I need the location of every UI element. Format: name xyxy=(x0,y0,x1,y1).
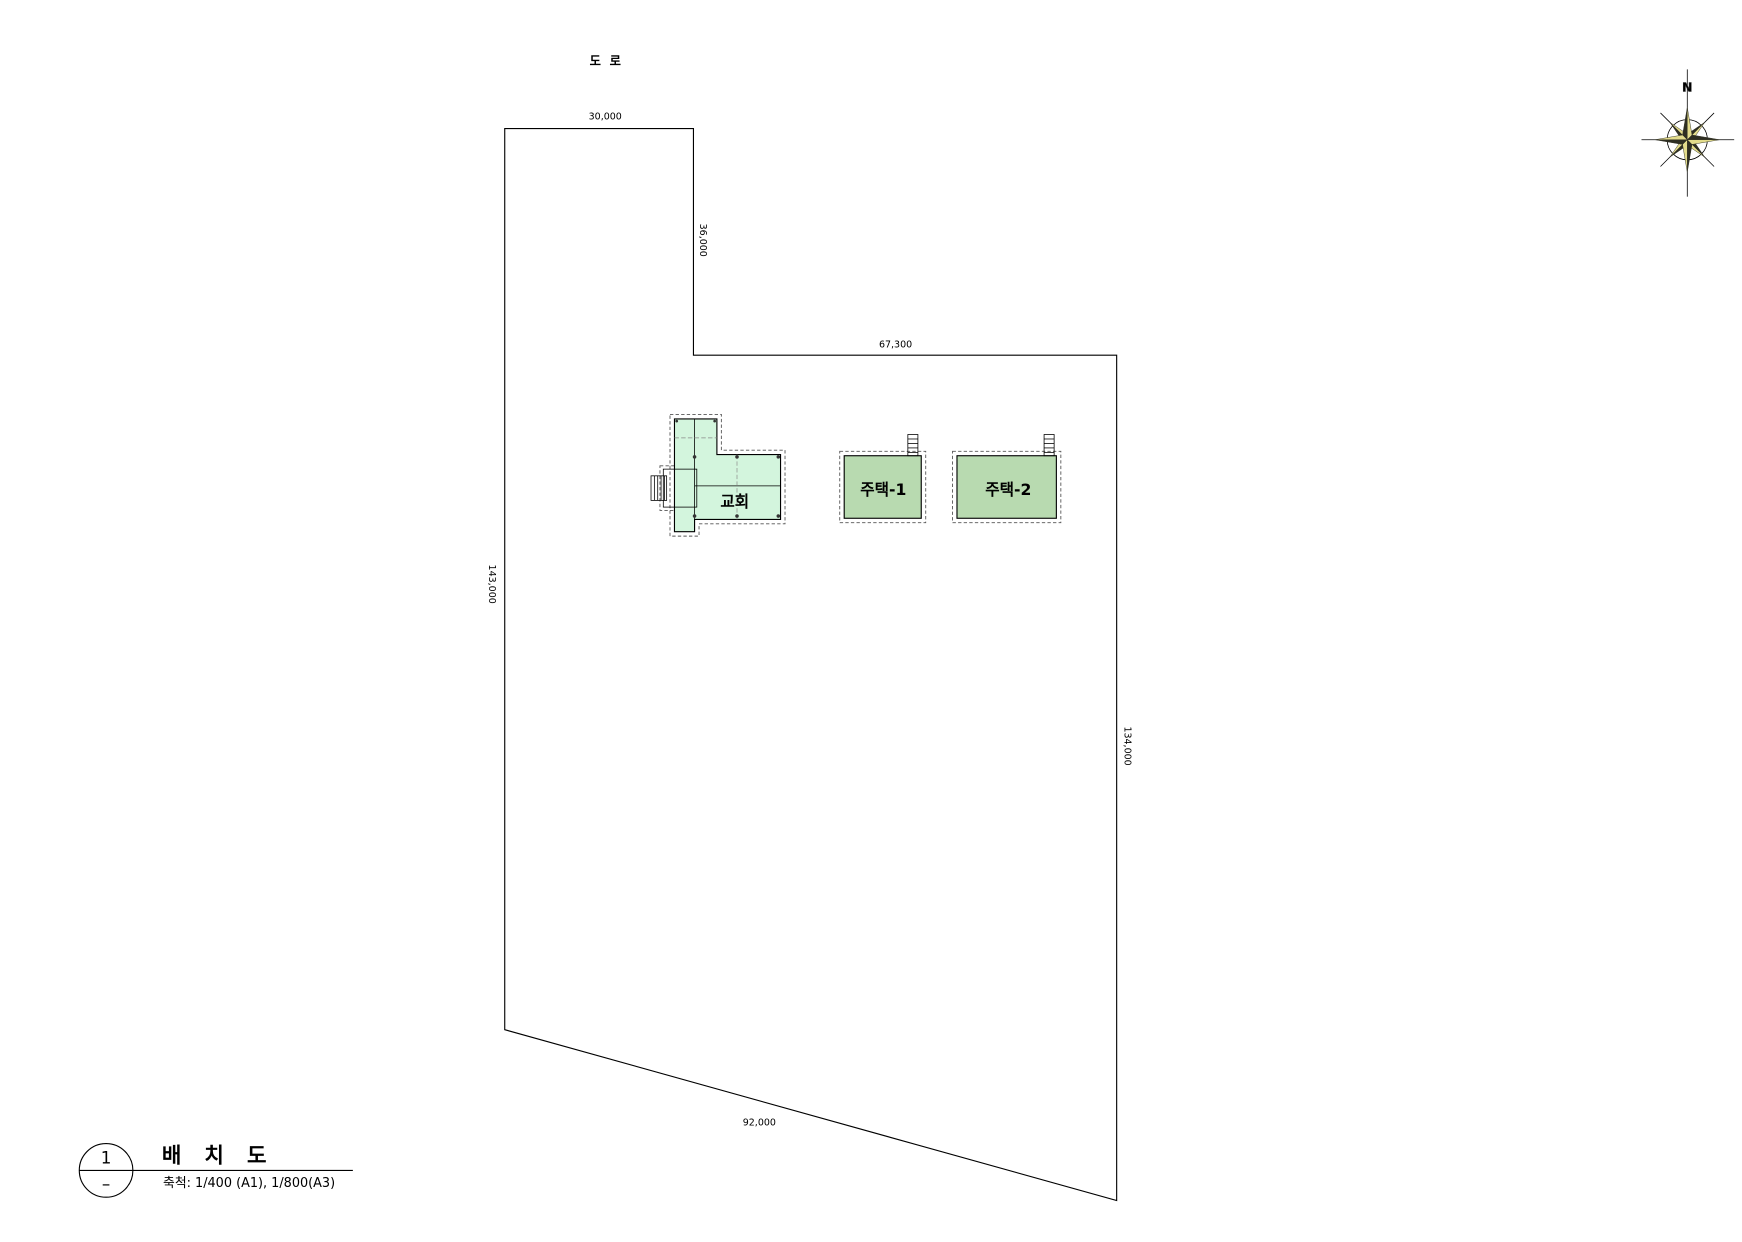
church-entry-stairs xyxy=(650,475,668,501)
dimension-inner-horizontal: 67,300 xyxy=(879,339,912,350)
house-2-stairs xyxy=(1043,434,1055,457)
house-2-label: 주택-2 xyxy=(985,480,1031,499)
house-2-building: 주택-2 xyxy=(952,434,1062,524)
north-arrow-icon: N xyxy=(1641,69,1735,197)
dimension-right: 134,000 xyxy=(1121,726,1132,765)
house-2-stair-treads xyxy=(1044,438,1055,453)
drawing-number: 1 xyxy=(101,1148,112,1168)
church-porch xyxy=(662,468,698,508)
dimension-bottom: 92,000 xyxy=(743,1118,776,1129)
dimension-left: 143,000 xyxy=(486,565,497,604)
house-1-stairs xyxy=(907,434,919,457)
church-interior-lines xyxy=(674,418,781,532)
drawing-scale: 축척: 1/400 (A1), 1/800(A3) xyxy=(163,1176,335,1191)
church-building: 교회 xyxy=(650,413,786,537)
north-label: N xyxy=(1682,81,1692,95)
church-footprint xyxy=(673,418,782,533)
house-2-setback-outline xyxy=(952,450,1062,524)
house-1-stair-treads xyxy=(907,438,918,453)
church-label: 교회 xyxy=(720,492,749,511)
dimension-inner-vertical: 36,000 xyxy=(697,224,708,257)
house-1-label: 주택-1 xyxy=(860,480,906,499)
house-1-setback-outline xyxy=(839,450,927,524)
church-setback-outline xyxy=(669,413,786,537)
church-columns xyxy=(675,419,781,518)
site-boundary xyxy=(504,127,1118,1202)
house-1-footprint xyxy=(843,455,922,519)
compass-cardinal-points xyxy=(1654,107,1720,173)
drawing-title: 배 치 도 xyxy=(162,1144,267,1169)
dimension-labels: 30,000 36,000 67,300 143,000 134,000 92,… xyxy=(486,112,1132,1129)
road-label: 도 로 xyxy=(590,54,621,68)
church-stair-treads xyxy=(653,475,665,501)
title-block: 1 – 배 치 도 축척: 1/400 (A1), 1/800(A3) xyxy=(78,1143,353,1198)
house-2-footprint xyxy=(956,455,1057,519)
dimension-top: 30,000 xyxy=(589,112,622,123)
sheet-reference: – xyxy=(102,1173,110,1193)
house-1-building: 주택-1 xyxy=(839,434,927,524)
